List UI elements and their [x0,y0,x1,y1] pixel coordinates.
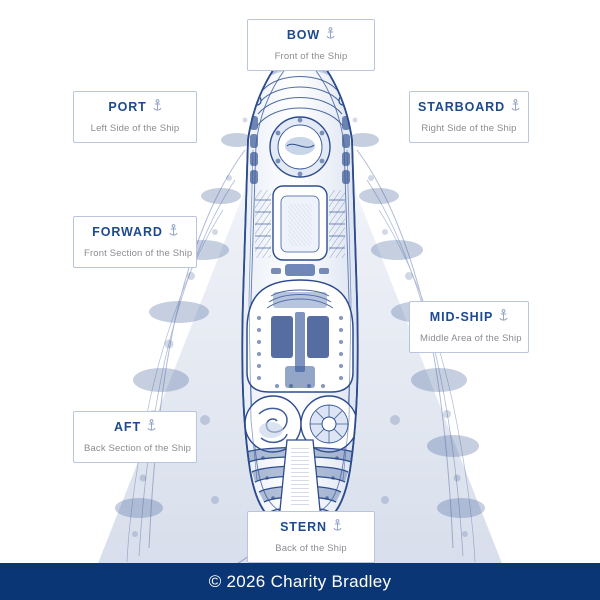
ship-illustration [95,0,505,566]
callout-midship-subtitle: Middle Area of the Ship [420,333,522,344]
ship-aerial-drawing [95,0,505,566]
aft-section [246,439,354,530]
ship-hull [241,36,359,531]
callout-aft[interactable]: AFT Back Section of the Ship [73,411,197,463]
callout-bow-subtitle: Front of the Ship [274,51,348,62]
callout-starboard-title: STARBOARD [417,100,506,115]
callout-starboard-subtitle: Right Side of the Ship [421,123,517,134]
callout-bow-title: BOW [286,28,321,43]
callout-stern-title-row: STERN [258,519,364,536]
callout-midship[interactable]: MID-SHIP Middle Area of the Ship [409,301,529,353]
anchor-icon [153,99,162,116]
callout-bow[interactable]: BOW Front of the Ship [247,19,375,71]
anchor-icon [499,309,508,326]
callout-stern[interactable]: STERN Back of the Ship [247,511,375,563]
callout-port-title-row: PORT [84,99,186,116]
anchor-icon [147,419,156,436]
anchor-icon [511,99,520,116]
anchor-icon [326,27,335,44]
callout-stern-title: STERN [280,520,327,535]
callout-port-subtitle: Left Side of the Ship [90,123,180,134]
anchor-icon [169,224,178,241]
callout-bow-title-row: BOW [258,27,364,44]
callout-forward-title: FORWARD [92,225,163,240]
callout-midship-title-row: MID-SHIP [420,309,518,326]
callout-aft-subtitle: Back Section of the Ship [84,443,192,454]
callout-aft-title: AFT [114,420,141,435]
callout-port-title: PORT [108,100,147,115]
callout-forward-title-row: FORWARD [84,224,186,241]
callout-aft-title-row: AFT [84,419,186,436]
callout-starboard-title-row: STARBOARD [417,99,520,116]
callout-stern-subtitle: Back of the Ship [275,543,347,554]
callout-forward[interactable]: FORWARD Front Section of the Ship [73,216,197,268]
midship-section [244,264,358,453]
footer-bar: © 2026 Charity Bradley [0,563,600,600]
callout-midship-title: MID-SHIP [429,310,494,325]
callout-port[interactable]: PORT Left Side of the Ship [73,91,197,143]
anchor-icon [333,519,342,536]
callout-starboard[interactable]: STARBOARD Right Side of the Ship [409,91,529,143]
copyright-text: © 2026 Charity Bradley [208,571,392,591]
callout-forward-subtitle: Front Section of the Ship [84,248,193,259]
